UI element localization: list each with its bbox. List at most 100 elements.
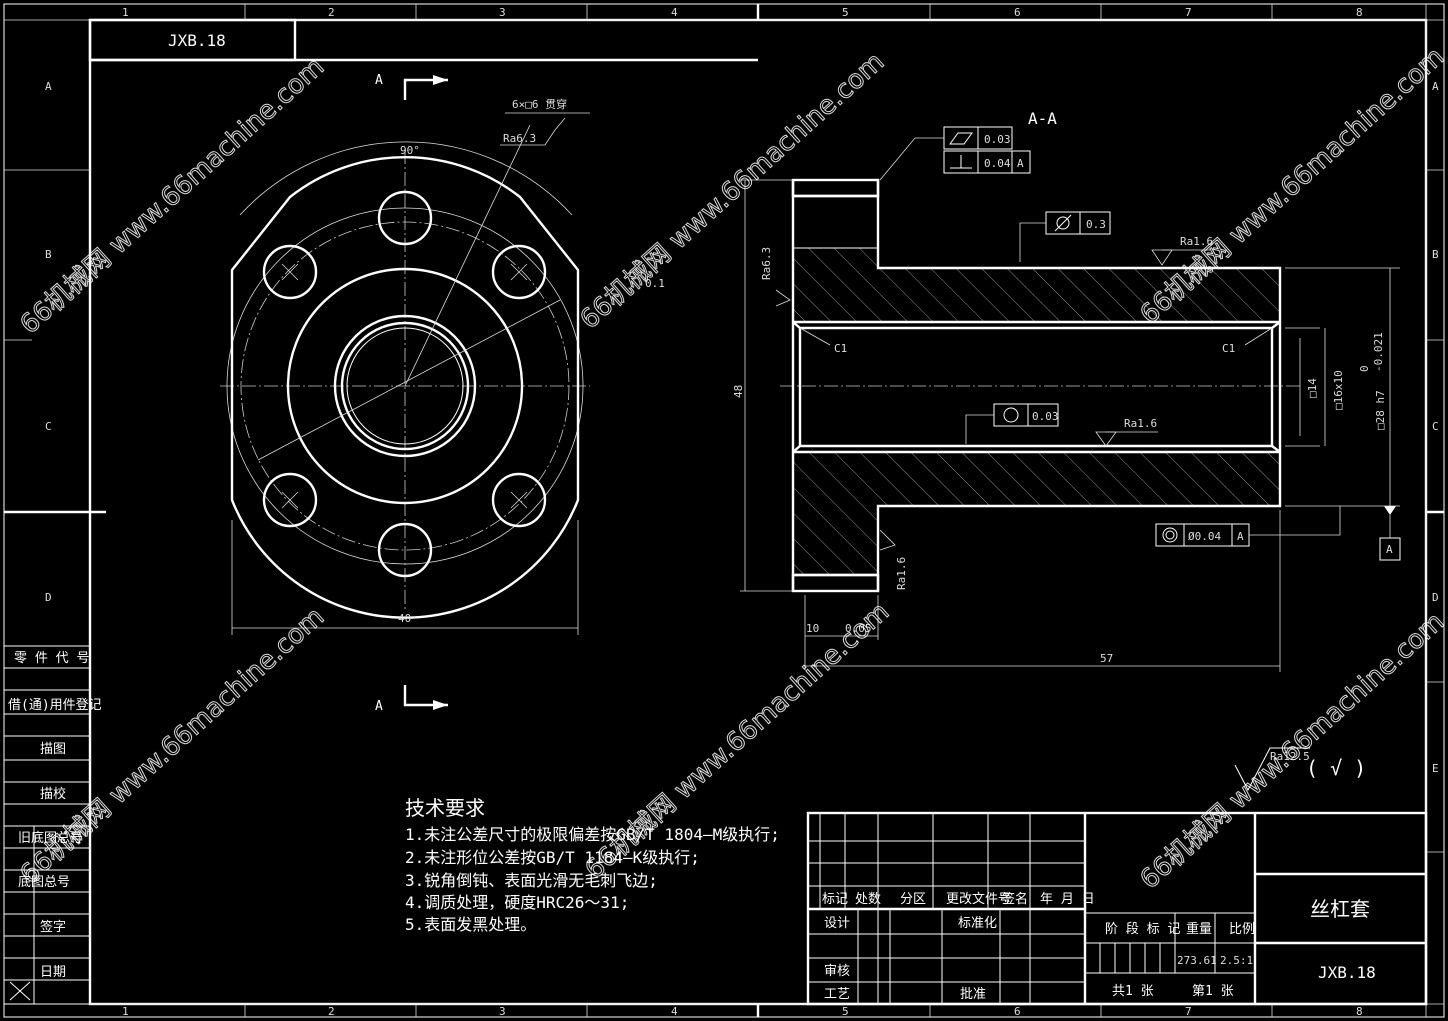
- svg-text:1: 1: [122, 1005, 129, 1018]
- svg-text:B: B: [45, 248, 52, 261]
- svg-text:273.61: 273.61: [1177, 954, 1217, 967]
- svg-text:0.04: 0.04: [984, 157, 1011, 170]
- svg-text:□28 h7: □28 h7: [1374, 390, 1387, 430]
- svg-text:0.03: 0.03: [1032, 410, 1059, 423]
- svg-text:A: A: [1237, 530, 1244, 543]
- drawing-number-top: JXB.18: [168, 31, 226, 50]
- svg-text:0.3: 0.3: [1086, 218, 1106, 231]
- svg-text:Ra1.6: Ra1.6: [1124, 417, 1157, 430]
- svg-text:0: 0: [1358, 365, 1371, 372]
- svg-text:A-A: A-A: [1028, 109, 1057, 128]
- svg-text:D: D: [1432, 591, 1439, 604]
- svg-text:处数: 处数: [855, 892, 881, 907]
- svg-text:5: 5: [842, 6, 849, 19]
- row-labels: A B C D A B C D E: [45, 80, 1439, 775]
- svg-text:Ra6.3: Ra6.3: [760, 247, 773, 280]
- svg-text:0.1: 0.1: [645, 277, 665, 290]
- svg-text:( √ ): ( √ ): [1306, 756, 1366, 780]
- section-view: A-A 48 10 0.05 57 □28 h7 0 -0.021: [732, 109, 1401, 672]
- svg-text:57: 57: [1100, 652, 1113, 665]
- svg-text:10: 10: [806, 622, 819, 635]
- svg-text:标准化: 标准化: [958, 916, 997, 931]
- svg-text:D: D: [45, 591, 52, 604]
- svg-text:0.05: 0.05: [845, 622, 872, 635]
- svg-text:C1: C1: [834, 342, 847, 355]
- svg-text:Ra6.3: Ra6.3: [503, 132, 536, 145]
- svg-text:A: A: [375, 699, 383, 714]
- svg-text:4: 4: [671, 6, 678, 19]
- svg-text:日期: 日期: [40, 965, 66, 980]
- svg-text:□16x10: □16x10: [1332, 370, 1345, 410]
- svg-text:8: 8: [1356, 1005, 1363, 1018]
- svg-text:比例: 比例: [1229, 922, 1255, 937]
- svg-text:4.调质处理，硬度HRC26～31;: 4.调质处理，硬度HRC26～31;: [405, 893, 629, 912]
- svg-text:B: B: [1432, 248, 1439, 261]
- svg-text:2: 2: [328, 1005, 335, 1018]
- svg-text:3: 3: [499, 1005, 506, 1018]
- svg-text:6×□6 贯穿: 6×□6 贯穿: [512, 97, 567, 111]
- svg-text:7: 7: [1185, 6, 1192, 19]
- svg-text:年 月 日: 年 月 日: [1040, 892, 1095, 907]
- svg-text:E: E: [1432, 762, 1439, 775]
- svg-text:更改文件号: 更改文件号: [946, 892, 1011, 907]
- svg-text:2.未注形位公差按GB/T 1184—K级执行;: 2.未注形位公差按GB/T 1184—K级执行;: [405, 848, 700, 867]
- svg-text:1.未注公差尺寸的极限偏差按GB/T 1804—M级执行;: 1.未注公差尺寸的极限偏差按GB/T 1804—M级执行;: [405, 825, 780, 844]
- svg-text:-0.021: -0.021: [1372, 332, 1385, 372]
- svg-text:描图: 描图: [40, 742, 66, 757]
- svg-text:技术要求: 技术要求: [405, 796, 485, 820]
- svg-text:共1 张: 共1 张: [1112, 984, 1154, 999]
- svg-text:重量: 重量: [1186, 921, 1212, 937]
- front-view: 90° 40 6×□6 贯穿 Ra6.3 0.1: [220, 97, 665, 635]
- svg-text:Ra1.6: Ra1.6: [895, 557, 908, 590]
- svg-text:Ø0.04: Ø0.04: [1188, 530, 1221, 543]
- svg-text:6: 6: [1014, 1005, 1021, 1018]
- svg-text:借(通)用件登记: 借(通)用件登记: [8, 698, 102, 713]
- svg-text:6: 6: [1014, 6, 1021, 19]
- svg-text:底图总号: 底图总号: [18, 874, 70, 890]
- svg-text:3: 3: [499, 6, 506, 19]
- svg-text:Ra1.6: Ra1.6: [1180, 235, 1213, 248]
- svg-text:3.锐角倒钝、表面光滑无毛刺飞边;: 3.锐角倒钝、表面光滑无毛刺飞边;: [405, 871, 658, 890]
- svg-text:A: A: [1432, 80, 1439, 93]
- svg-text:4: 4: [671, 1005, 678, 1018]
- svg-text:签名: 签名: [1002, 891, 1028, 907]
- svg-text:批准: 批准: [960, 987, 986, 1002]
- svg-text:第1 张: 第1 张: [1192, 984, 1234, 999]
- svg-text:66机械网 www.66machine.com: 66机械网 www.66machine.com: [1135, 607, 1448, 895]
- svg-text:2: 2: [328, 6, 335, 19]
- left-strip: 零 件 代 号 借(通)用件登记 描图 描校 旧底图总号 底图总号 签字 日期: [3, 645, 102, 1005]
- svg-text:8: 8: [1356, 6, 1363, 19]
- surface-finish-default: Ra12.5 ( √ ): [1234, 747, 1366, 792]
- svg-text:C: C: [1432, 420, 1439, 433]
- tech-requirements: 技术要求 1.未注公差尺寸的极限偏差按GB/T 1804—M级执行; 2.未注形…: [405, 796, 780, 934]
- svg-text:C: C: [45, 420, 52, 433]
- svg-text:工艺: 工艺: [824, 987, 850, 1002]
- svg-text:1: 1: [122, 6, 129, 19]
- svg-text:48: 48: [732, 385, 745, 398]
- svg-text:描校: 描校: [40, 786, 66, 802]
- svg-text:A: A: [1386, 543, 1393, 556]
- svg-text:90°: 90°: [400, 144, 420, 157]
- svg-text:设计: 设计: [824, 916, 850, 931]
- title-block: 标记 处数 分区 更改文件号 签名 年 月 日 设计 标准化 审核 工艺 批准 …: [806, 811, 1428, 1006]
- svg-text:旧底图总号: 旧底图总号: [18, 830, 83, 846]
- outer-border: [3, 3, 1445, 1018]
- svg-text:40: 40: [398, 612, 411, 625]
- svg-text:审核: 审核: [824, 964, 850, 979]
- svg-text:签字: 签字: [40, 919, 66, 935]
- svg-text:5: 5: [842, 1005, 849, 1018]
- svg-text:A: A: [1017, 157, 1024, 170]
- svg-text:0.03: 0.03: [984, 133, 1011, 146]
- svg-text:零 件 代 号: 零 件 代 号: [14, 651, 89, 666]
- svg-text:7: 7: [1185, 1005, 1192, 1018]
- svg-text:Ra12.5: Ra12.5: [1270, 750, 1310, 763]
- svg-text:JXB.18: JXB.18: [1318, 963, 1376, 982]
- column-labels: 1 2 3 4 5 6 7 8 1 2 3 4 5 6 7 8: [122, 6, 1363, 1018]
- svg-text:A: A: [375, 73, 383, 88]
- svg-text:A: A: [45, 80, 52, 93]
- svg-text:丝杠套: 丝杠套: [1310, 897, 1370, 921]
- svg-text:标记: 标记: [822, 892, 848, 907]
- svg-text:阶 段 标 记: 阶 段 标 记: [1105, 922, 1180, 937]
- svg-text:66机械网 www.66machine.com: 66机械网 www.66machine.com: [1135, 42, 1448, 330]
